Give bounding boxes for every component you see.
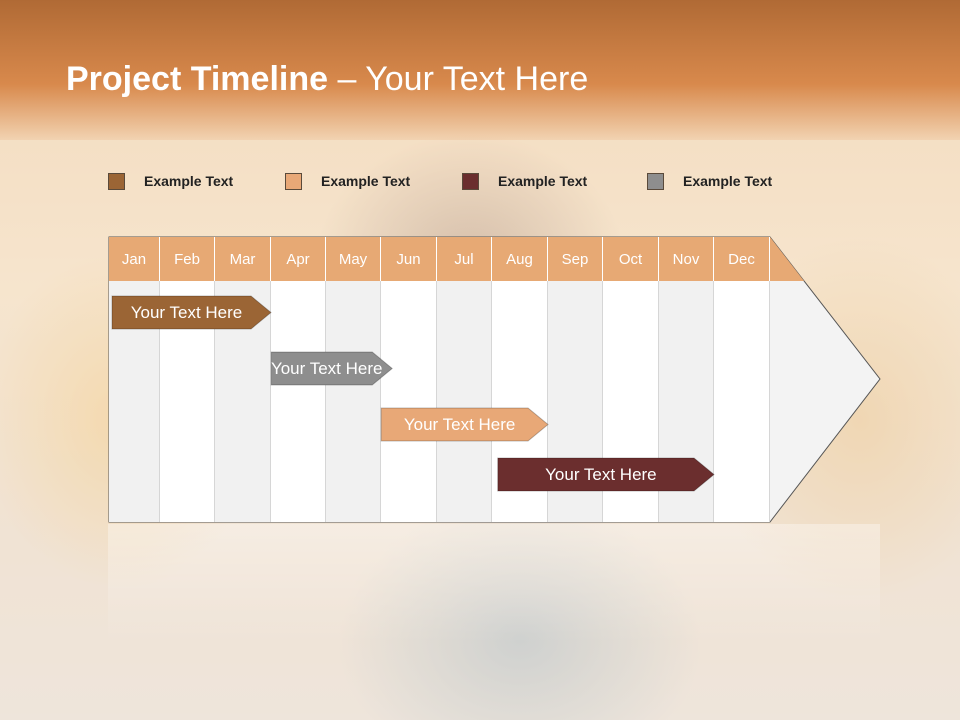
- month-header: Jan: [109, 237, 160, 281]
- month-column: [437, 281, 492, 522]
- task-arrow[interactable]: [111, 295, 272, 330]
- task-label: Your Text Here: [270, 358, 383, 378]
- task-label: Your Text Here: [130, 302, 243, 322]
- month-header: Oct: [603, 237, 659, 281]
- task-label: Your Text Here: [545, 464, 657, 484]
- legend-item: Example Text: [285, 170, 410, 192]
- task-arrow[interactable]: [270, 351, 393, 386]
- timeline-reflection: [108, 524, 880, 644]
- legend-swatch: [647, 172, 664, 190]
- legend-swatch: [462, 172, 479, 190]
- header-arrow-corner: [770, 237, 805, 281]
- month-header: Mar: [215, 237, 271, 281]
- month-column: [271, 281, 326, 522]
- title-rest: – Your Text Here: [328, 60, 589, 98]
- legend-swatch: [285, 172, 302, 190]
- month-header: Jul: [437, 237, 492, 281]
- month-header: Aug: [492, 237, 548, 281]
- legend-item: Example Text: [462, 170, 587, 192]
- legend-label: Example Text: [321, 173, 411, 189]
- title-bold: Project Timeline: [66, 60, 329, 98]
- legend-item: Example Text: [108, 170, 233, 192]
- task-arrow[interactable]: [380, 407, 549, 442]
- legend-label: Example Text: [498, 173, 588, 189]
- month-header: Feb: [160, 237, 215, 281]
- month-column: [381, 281, 437, 522]
- legend-label: Example Text: [683, 173, 773, 189]
- task-arrow[interactable]: [497, 457, 715, 492]
- month-header: Dec: [714, 237, 770, 281]
- month-header: Apr: [271, 237, 326, 281]
- legend-swatch: [108, 172, 125, 190]
- month-header: May: [326, 237, 381, 281]
- legend-item: Example Text: [647, 170, 772, 192]
- month-column: [326, 281, 381, 522]
- task-label: Your Text Here: [403, 414, 516, 434]
- title-band: [0, 0, 960, 140]
- month-header: Nov: [659, 237, 714, 281]
- month-header: Sep: [548, 237, 603, 281]
- month-column: [714, 281, 770, 522]
- slide-title: Project Timeline – Your Text Here: [66, 60, 588, 99]
- legend-label: Example Text: [144, 173, 234, 189]
- month-header: Jun: [381, 237, 437, 281]
